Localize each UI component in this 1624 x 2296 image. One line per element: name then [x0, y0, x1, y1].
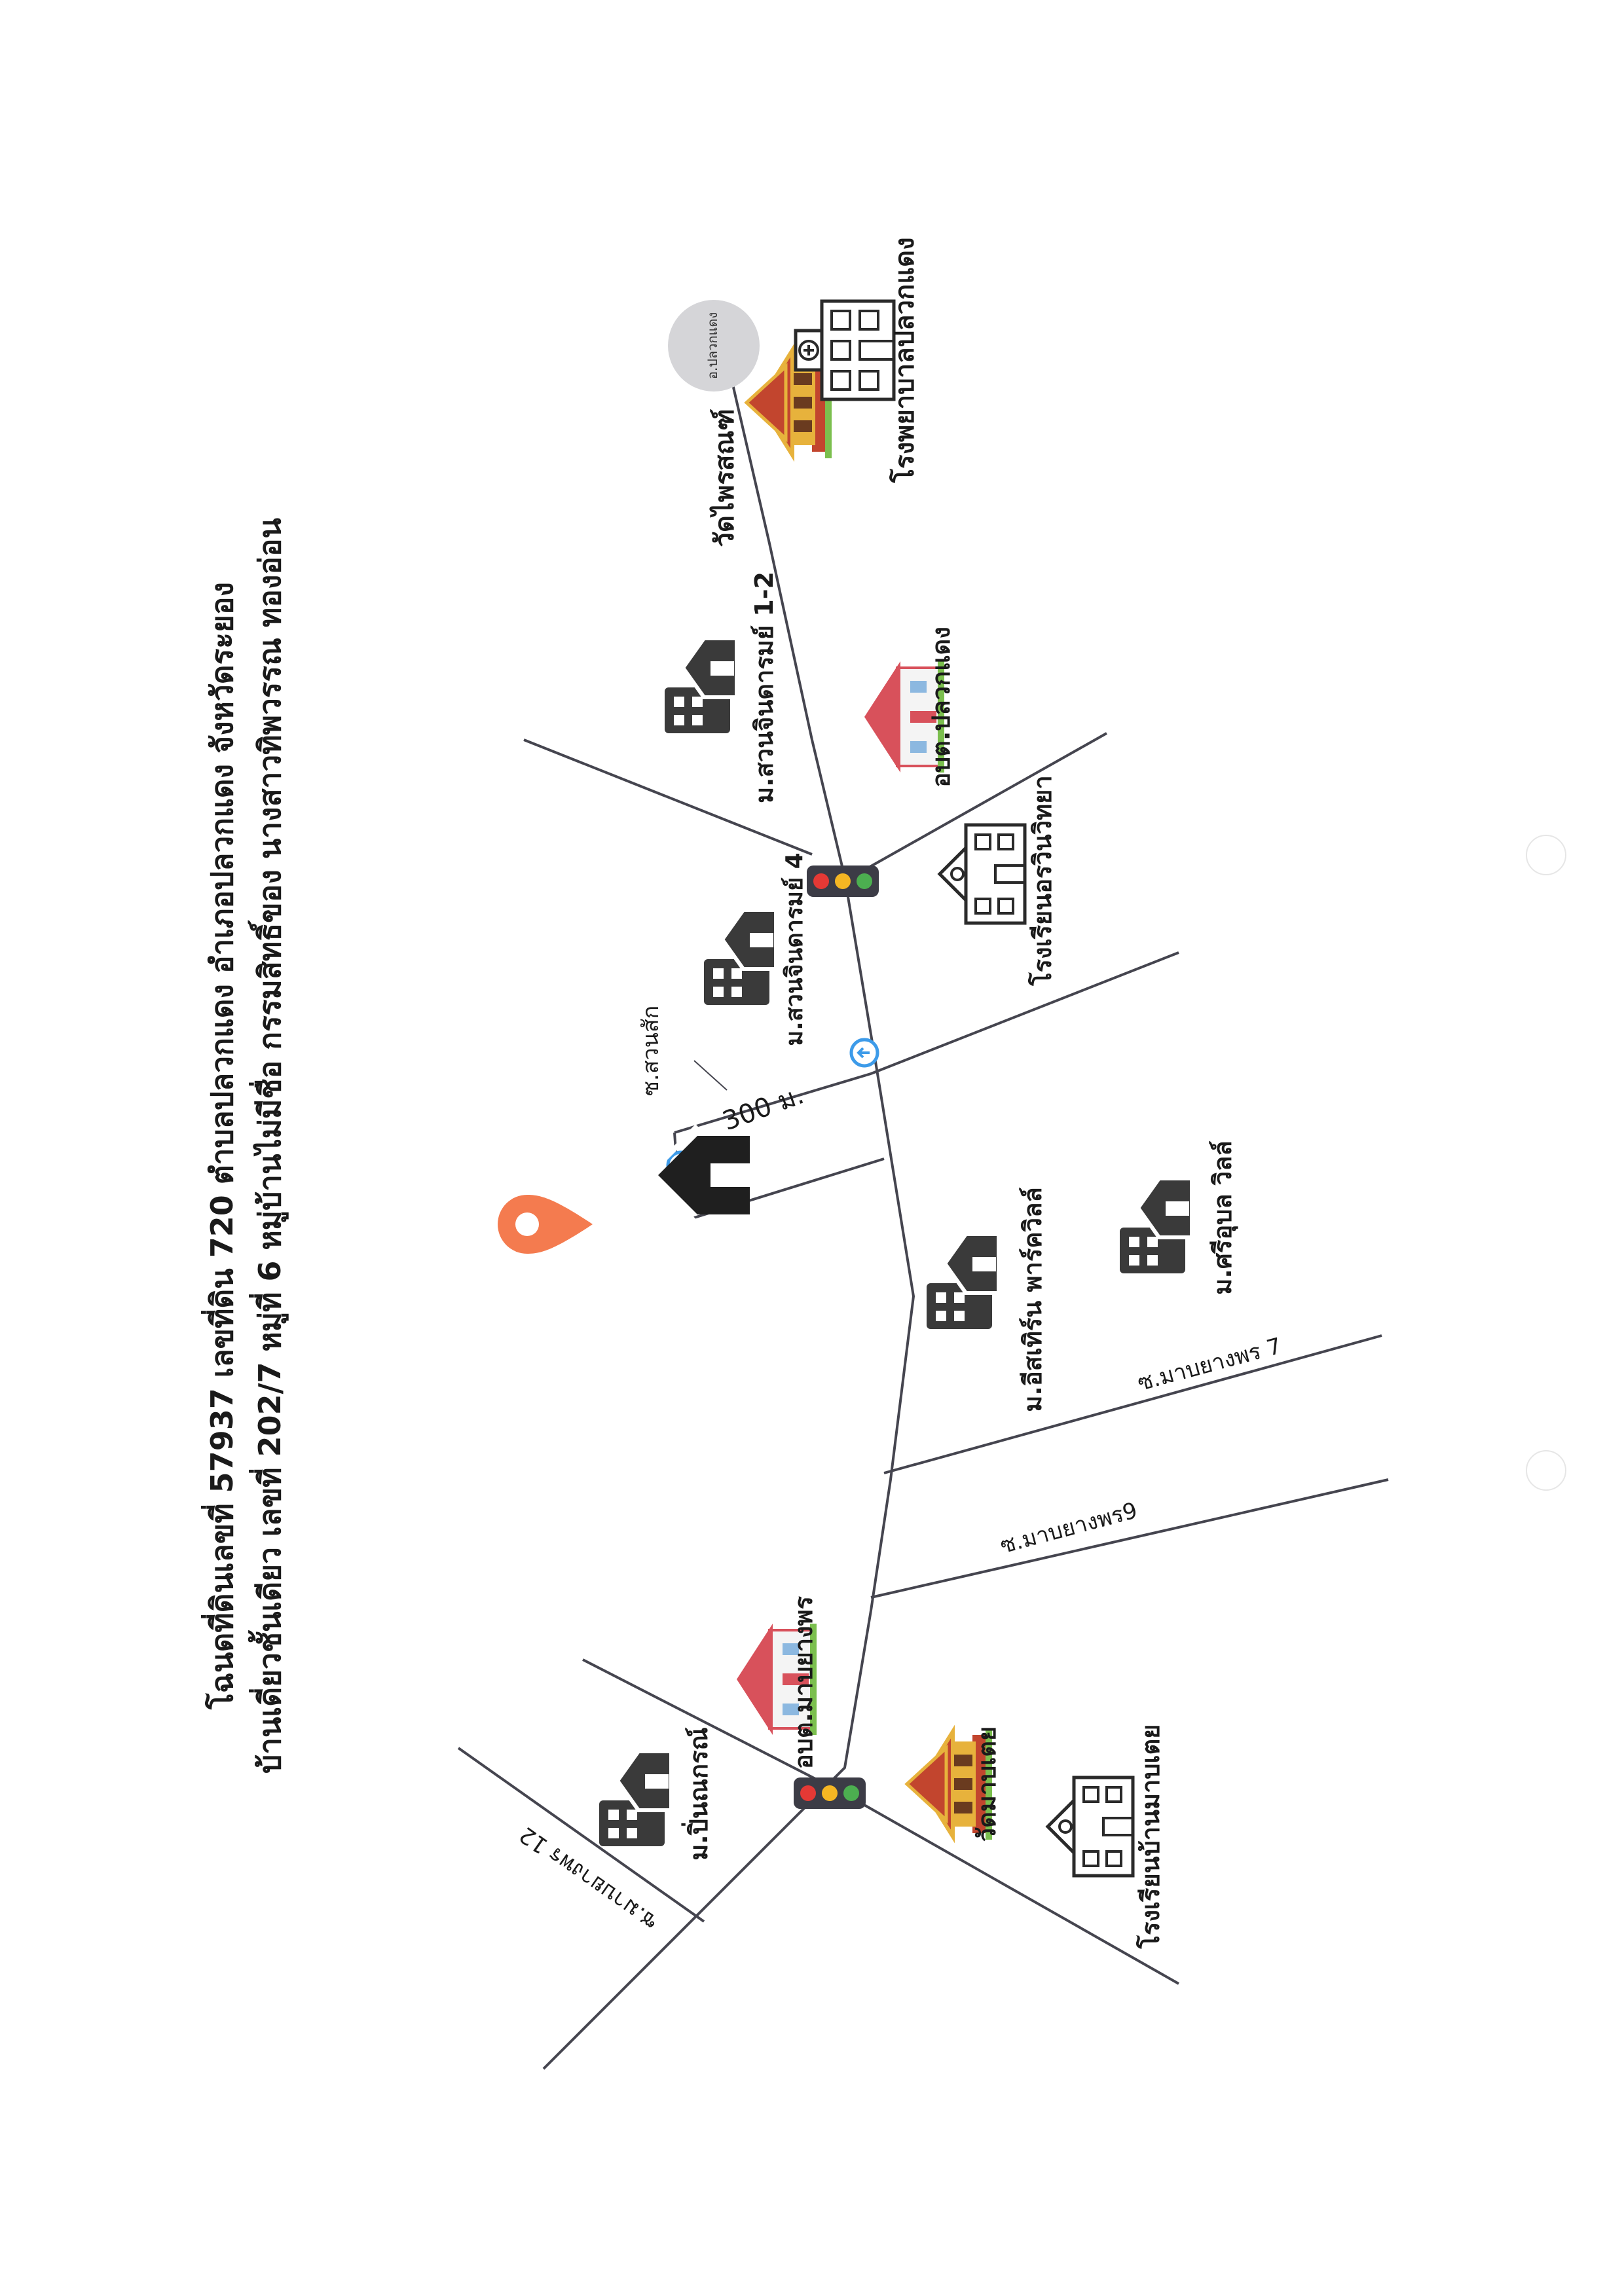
- punch-hole: [1526, 835, 1566, 875]
- label-pinthong: ม.ปิ่นณกรณ์: [681, 1727, 713, 1861]
- direction-arrow-icon: [851, 1040, 877, 1066]
- distance-label: 300 ม.: [718, 1080, 807, 1137]
- punch-hole: [1526, 1450, 1566, 1491]
- label-obt-pluak: อบต.ปลวกแดง: [927, 627, 955, 788]
- label-wat-phai: วัดไพรสณฑ์: [709, 409, 740, 547]
- label-school-win: โรงเรียนอรวินวิทยา: [1027, 775, 1057, 987]
- label-school-mab: โรงเรียนบ้านมาบเตย: [1135, 1724, 1165, 1950]
- label-eastern-park: ม.อีสเทิร์น พาร์ควิลล์: [1018, 1187, 1047, 1412]
- cross-road-north-east: [851, 732, 1107, 879]
- label-obt-mab: อบต.มาบยางพร: [789, 1595, 818, 1769]
- suan-sak-road: [674, 1072, 872, 1134]
- title-line-1: โฉนดที่ดินเลขที่ 57937 เลขที่ดิน 720 ตำบ…: [201, 582, 240, 1710]
- title-line-2: บ้านเดี่ยวชั้นเดียว เลขที่ 202/7 หมู่ที่…: [248, 517, 289, 1774]
- suan-sak-pointer: [693, 1060, 728, 1091]
- building-icon: [704, 910, 776, 1005]
- traffic-light-icon: [794, 1777, 866, 1809]
- location-pin-icon: [498, 1195, 593, 1254]
- road-label-maboyang-9: ซ.มาบยางพร9: [997, 1497, 1140, 1559]
- soi-maboyang-9: [870, 1478, 1389, 1599]
- soi-maboyang-12-road: [457, 1747, 705, 1923]
- building-icon: [1120, 1178, 1192, 1273]
- house-icon: [644, 1124, 750, 1226]
- district-circle: อ.ปลวกแดง: [668, 300, 760, 392]
- main-road: [542, 373, 915, 2070]
- cross-road-south-east: [844, 1793, 1179, 1985]
- building-icon: [599, 1751, 671, 1846]
- label-hospital: โรงพยาบาลปลวกแดง: [889, 238, 920, 484]
- traffic-light-icon: [807, 866, 879, 897]
- cross-road-north-west: [523, 738, 813, 856]
- building-icon: [665, 638, 737, 733]
- label-suan-jinda-4: ม.สวนจินดารมย์ 4: [781, 852, 808, 1046]
- label-sri-ubol: ม.ศรีอุบล วิลล์: [1208, 1140, 1238, 1294]
- soi-maboyang-7: [883, 1334, 1382, 1474]
- school-icon: [940, 825, 1025, 923]
- building-icon: [927, 1234, 999, 1329]
- school-icon: [1048, 1777, 1133, 1876]
- cross-road-south-west: [582, 1658, 845, 1795]
- circle-label: อ.ปลวกแดง: [705, 312, 720, 379]
- label-wat-mab: วัดมาบเตย: [972, 1726, 1001, 1842]
- road-label-suan-sak: ซ.สวนสัก: [638, 1006, 664, 1096]
- label-suan-jinda-12: ม.สวนจินดารมย์ 1-2: [750, 572, 779, 803]
- branch-road-east: [870, 951, 1179, 1075]
- road-network: [457, 373, 1389, 2070]
- road-label-maboyang-7: ซ.มาบยางพร 7: [1135, 1333, 1284, 1396]
